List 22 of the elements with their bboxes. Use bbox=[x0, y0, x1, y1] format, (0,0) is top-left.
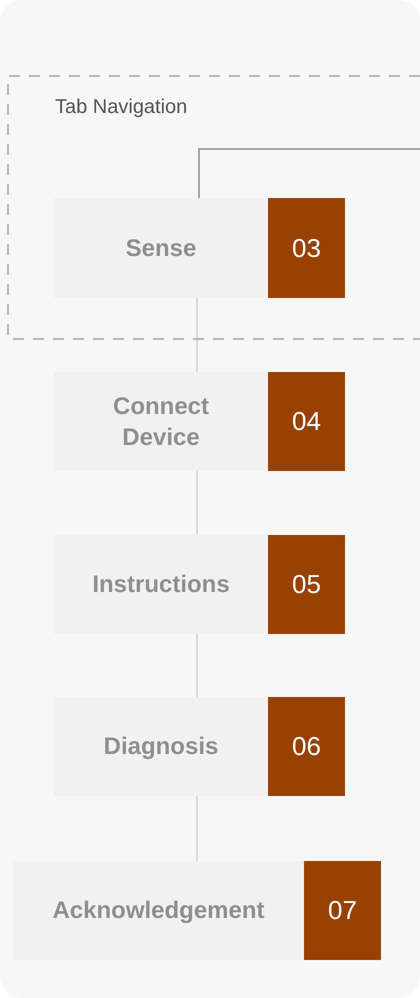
process-step bbox=[13, 861, 381, 960]
process-step bbox=[54, 198, 345, 298]
group-title: Tab Navigation bbox=[55, 95, 188, 119]
process-step bbox=[54, 535, 345, 634]
step-label: Instructions bbox=[92, 570, 230, 600]
process-step bbox=[54, 697, 345, 796]
step-number: 07 bbox=[304, 861, 381, 960]
connector-line bbox=[196, 297, 198, 372]
step-label: Connect Device bbox=[112, 392, 210, 452]
connector-line bbox=[196, 795, 198, 861]
step-label: Diagnosis bbox=[104, 732, 218, 762]
step-number: 05 bbox=[268, 535, 345, 634]
step-label: Sense bbox=[126, 234, 196, 264]
step-label: Acknowledgement bbox=[52, 896, 265, 926]
connector-line bbox=[196, 633, 198, 697]
connector-line bbox=[198, 148, 420, 198]
dashed-group-frame bbox=[7, 75, 420, 340]
connector-line bbox=[196, 470, 198, 535]
step-number: 03 bbox=[268, 198, 345, 298]
step-number: 06 bbox=[268, 697, 345, 796]
step-number: 04 bbox=[268, 372, 345, 471]
process-step bbox=[54, 372, 345, 471]
